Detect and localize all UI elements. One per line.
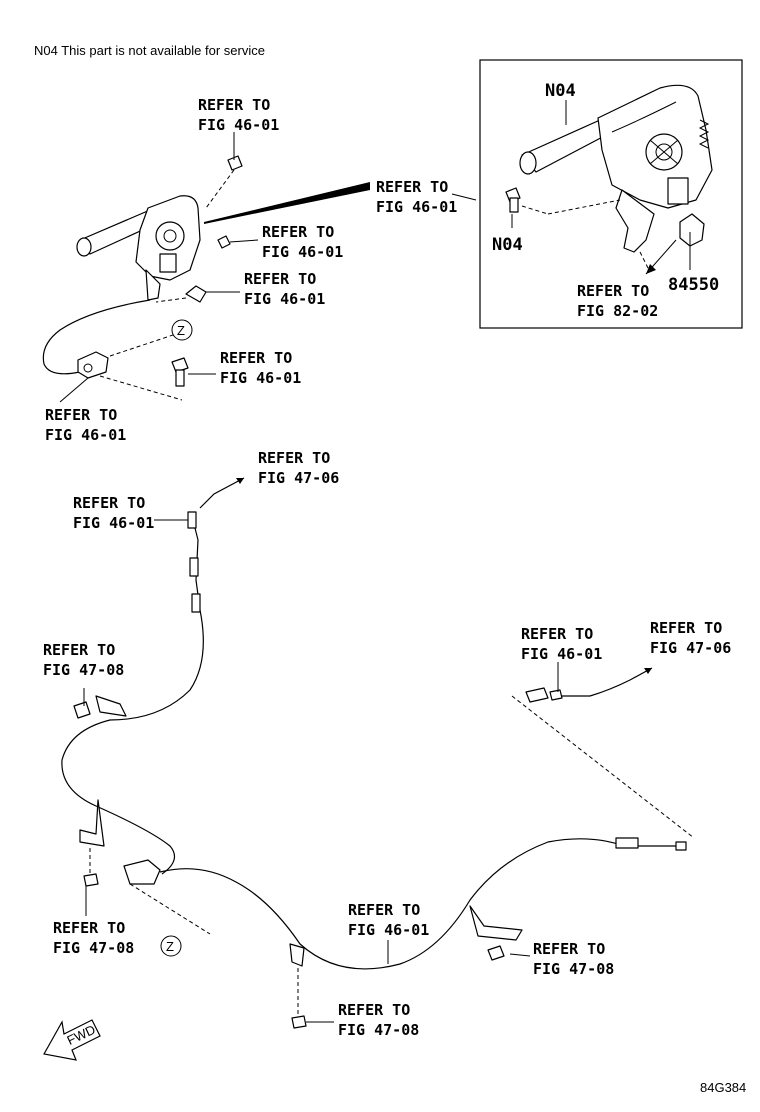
svg-text:REFER TO: REFER TO <box>348 901 420 919</box>
svg-text:REFER TO: REFER TO <box>198 96 270 114</box>
marker-z-bottom <box>160 935 182 957</box>
bolt-cable-mount <box>171 357 216 387</box>
marker-z-top-label: Z <box>177 323 185 338</box>
marker-z-top <box>171 319 193 341</box>
svg-text:REFER TO: REFER TO <box>338 1001 410 1019</box>
marker-z-bottom-label: Z <box>166 939 174 954</box>
detail-pointer-wedge <box>204 182 370 224</box>
svg-text:FIG 47-08: FIG 47-08 <box>338 1021 419 1039</box>
svg-text:FIG 46-01: FIG 46-01 <box>262 243 343 261</box>
rear-brake-cable-left <box>61 477 245 935</box>
svg-text:FIG 46-01: FIG 46-01 <box>521 645 602 663</box>
service-note: N04 This part is not available for servi… <box>34 43 265 58</box>
callout-c4: REFER TO FIG 46-01 <box>244 270 325 308</box>
rear-cable-connector <box>525 667 653 703</box>
front-cable-end <box>42 299 183 403</box>
nut-top <box>227 155 243 171</box>
fwd-arrow-icon: FWD <box>43 1019 101 1061</box>
callout-c16: REFER TO FIG 47-08 <box>338 1001 419 1039</box>
knob-84550 <box>679 213 705 270</box>
callout-c5: REFER TO FIG 46-01 <box>220 349 301 387</box>
callout-c7: REFER TO FIG 82-02 <box>577 282 658 320</box>
parking-brake-lever-assembly <box>76 195 201 301</box>
svg-text:FIG 47-06: FIG 47-06 <box>650 639 731 657</box>
svg-text:REFER TO: REFER TO <box>43 641 115 659</box>
svg-text:REFER TO: REFER TO <box>262 223 334 241</box>
svg-text:FIG 46-01: FIG 46-01 <box>45 426 126 444</box>
callout-c2: REFER TO FIG 46-01 <box>376 178 457 216</box>
part-number-n04-top: N04 <box>545 81 576 101</box>
svg-text:FIG 47-08: FIG 47-08 <box>53 939 134 957</box>
callout-c10: REFER TO FIG 47-08 <box>43 641 124 679</box>
leader-lines <box>83 193 559 1023</box>
part-number-84550: 84550 <box>668 275 719 295</box>
svg-text:FIG 46-01: FIG 46-01 <box>73 514 154 532</box>
svg-text:FIG 46-01: FIG 46-01 <box>244 290 325 308</box>
callout-c9: REFER TO FIG 46-01 <box>73 494 154 532</box>
svg-text:FIG 47-06: FIG 47-06 <box>258 469 339 487</box>
callout-c14: REFER TO FIG 46-01 <box>348 901 429 939</box>
callout-c12: REFER TO FIG 47-06 <box>650 619 731 657</box>
svg-text:REFER TO: REFER TO <box>45 406 117 424</box>
detail-inset-box <box>479 59 743 329</box>
callout-c3: REFER TO FIG 46-01 <box>262 223 343 261</box>
callout-c1: REFER TO FIG 46-01 <box>198 96 279 134</box>
callout-c13: REFER TO FIG 47-08 <box>53 919 134 957</box>
svg-text:FIG 46-01: FIG 46-01 <box>348 921 429 939</box>
bolt-n04 <box>505 187 621 228</box>
callout-c15: REFER TO FIG 47-08 <box>533 940 614 978</box>
svg-text:REFER TO: REFER TO <box>73 494 145 512</box>
svg-text:REFER TO: REFER TO <box>533 940 605 958</box>
svg-text:REFER TO: REFER TO <box>53 919 125 937</box>
part-number-n04-bolt: N04 <box>492 235 523 255</box>
bolt-lever <box>155 285 240 303</box>
svg-text:REFER TO: REFER TO <box>376 178 448 196</box>
arrow-head <box>646 264 656 274</box>
parking-brake-lever-detail <box>519 84 713 273</box>
svg-text:FIG 82-02: FIG 82-02 <box>577 302 658 320</box>
svg-text:REFER TO: REFER TO <box>650 619 722 637</box>
svg-text:REFER TO: REFER TO <box>521 625 593 643</box>
callout-c6: REFER TO FIG 46-01 <box>45 406 126 444</box>
svg-text:REFER TO: REFER TO <box>258 449 330 467</box>
svg-text:FIG 46-01: FIG 46-01 <box>198 116 279 134</box>
svg-text:REFER TO: REFER TO <box>577 282 649 300</box>
callout-c8: REFER TO FIG 47-06 <box>258 449 339 487</box>
svg-text:FIG 46-01: FIG 46-01 <box>376 198 457 216</box>
nut-right <box>217 235 231 249</box>
svg-text:FIG 47-08: FIG 47-08 <box>533 960 614 978</box>
svg-text:FIG 46-01: FIG 46-01 <box>220 369 301 387</box>
svg-text:REFER TO: REFER TO <box>244 270 316 288</box>
diagram-code: 84G384 <box>700 1080 746 1095</box>
rear-brake-cable-right <box>159 837 687 1029</box>
svg-text:FIG 47-08: FIG 47-08 <box>43 661 124 679</box>
svg-text:REFER TO: REFER TO <box>220 349 292 367</box>
guide-dash-right <box>511 695 695 839</box>
callout-c11: REFER TO FIG 46-01 <box>521 625 602 663</box>
